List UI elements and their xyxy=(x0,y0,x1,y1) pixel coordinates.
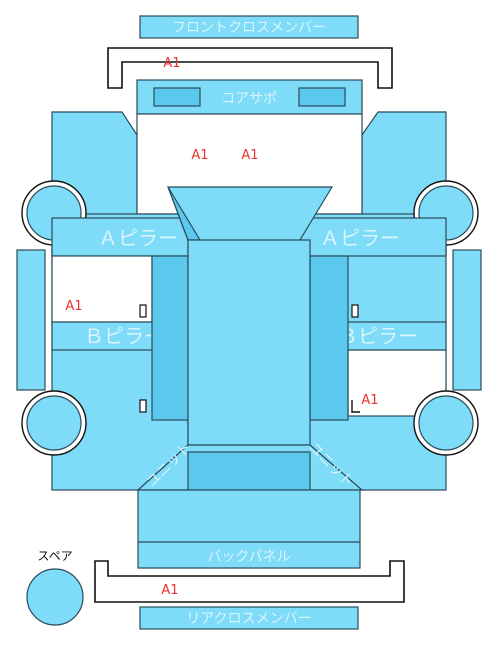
left-rocker xyxy=(151,255,191,421)
front-cross-member-label: フロントクロスメンバー xyxy=(172,20,326,36)
rear-cross-member-mark: A1 xyxy=(161,583,178,598)
right-front-latch xyxy=(351,304,359,318)
left-rear-door-mark: A1 xyxy=(65,299,82,314)
right-rear-latch xyxy=(351,400,360,413)
rear-cross-member-label: リアクロスメンバー xyxy=(186,611,311,627)
right-a-pillar-label: Ａピラー xyxy=(320,226,400,250)
spare-label: スペア xyxy=(37,549,72,563)
front-bracket xyxy=(107,47,393,89)
spare-tire xyxy=(26,568,84,626)
left-a-pillar-label: Ａピラー xyxy=(98,226,178,250)
left-headlight-opening xyxy=(153,87,201,107)
front-cross-member xyxy=(139,15,359,39)
right-b-pillar-label: Ｂピラー xyxy=(338,324,418,348)
left-rear-wheel xyxy=(26,395,82,451)
core-support-label: コアサポ xyxy=(221,91,277,107)
right-side-sill xyxy=(452,249,482,391)
rear-bracket xyxy=(94,560,405,603)
back-panel-label: バックパネル xyxy=(207,549,290,565)
trunk-floor xyxy=(187,451,311,491)
right-headlight-opening xyxy=(298,87,346,107)
rear-cross-member xyxy=(139,606,359,630)
right-rocker xyxy=(309,255,349,421)
right-rear-wheel xyxy=(418,395,474,451)
left-b-pillar-label: Ｂピラー xyxy=(84,324,164,348)
left-front-door-opening xyxy=(51,255,153,323)
back-panel xyxy=(137,489,361,569)
front-cross-member-mark: A1 xyxy=(163,56,180,71)
right-rear-door-mark: A1 xyxy=(361,393,378,408)
core-support-right-mark: A1 xyxy=(241,148,258,163)
core-support-left-mark: A1 xyxy=(191,148,208,163)
roof-center xyxy=(187,239,311,446)
left-rear-latch xyxy=(139,399,147,413)
left-front-latch xyxy=(139,304,147,318)
right-a-pillar xyxy=(299,217,447,257)
left-side-sill xyxy=(16,249,46,391)
